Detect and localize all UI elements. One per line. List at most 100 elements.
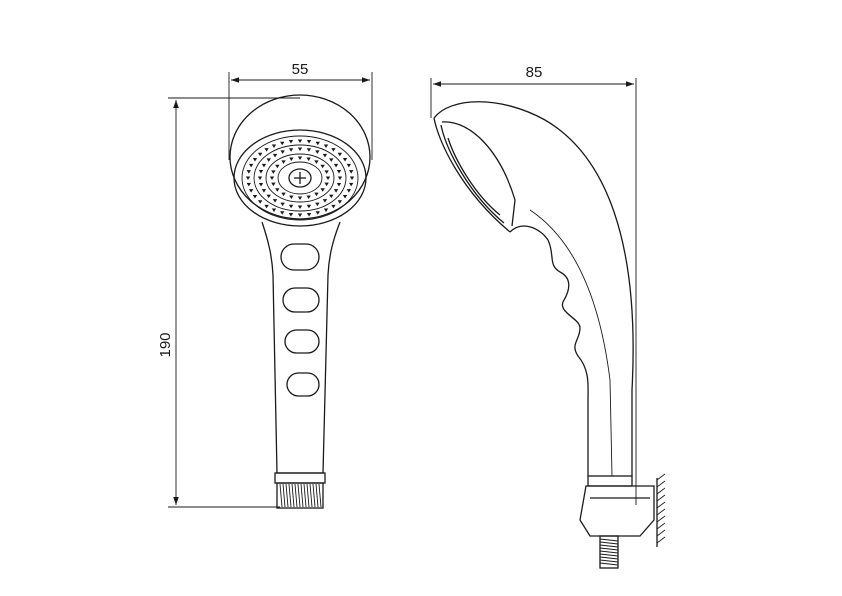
nozzle (275, 188, 280, 192)
spray-ring-1 (253, 144, 347, 212)
thread-line (300, 483, 304, 508)
nozzle (323, 144, 329, 148)
nozzle (297, 156, 303, 160)
thread-line (288, 483, 292, 508)
nozzle (289, 157, 294, 161)
nozzle (315, 202, 320, 207)
nozzle (281, 192, 286, 197)
nozzle (342, 158, 348, 162)
side-face-outline (433, 117, 511, 233)
side-face-inner-2 (447, 137, 501, 216)
nozzle (288, 140, 294, 144)
hatch-line (656, 487, 666, 495)
spray-ring-2 (265, 153, 335, 203)
nozzle (246, 170, 251, 174)
nozzle (346, 163, 352, 168)
nozzle (337, 152, 343, 157)
nozzle (306, 148, 312, 152)
nozzle (297, 213, 303, 217)
nozzle (272, 199, 278, 203)
nozzle (271, 208, 277, 213)
hatch-line (656, 480, 666, 488)
nozzle (289, 195, 294, 200)
nozzle (246, 182, 251, 187)
nozzle (315, 150, 320, 154)
thread-line (318, 483, 322, 508)
nozzle (280, 141, 285, 146)
side-collar (587, 475, 633, 487)
nozzle (324, 170, 329, 174)
thread-line (315, 483, 319, 508)
nozzle (314, 160, 319, 164)
hatch-line (656, 515, 666, 523)
grip-pad-1 (280, 243, 320, 271)
nozzle (288, 204, 294, 209)
thread-line (282, 483, 286, 508)
spray-ring-3 (277, 161, 323, 195)
nozzle (264, 204, 269, 209)
front-view: 55 190 (157, 61, 373, 509)
nozzle (306, 157, 311, 161)
nozzle (266, 194, 271, 199)
grip-pad-2 (282, 287, 320, 313)
nozzle (349, 182, 354, 187)
nozzle (336, 182, 342, 187)
nozzle (337, 200, 343, 204)
nozzle (280, 150, 285, 154)
nozzle (258, 170, 264, 174)
height-label: 190 (157, 332, 174, 357)
nozzle (252, 195, 258, 199)
nozzle (333, 189, 339, 193)
nozzle (288, 148, 294, 152)
nozzle (272, 153, 278, 158)
nozzle (322, 199, 328, 203)
depth-dimension: 85 (430, 64, 637, 505)
nozzle (280, 202, 285, 207)
width-dimension: 55 (228, 61, 373, 160)
wall-hatch (656, 473, 666, 544)
width-label: 55 (292, 61, 309, 78)
side-face-inner-1 (440, 124, 505, 224)
spray-nozzles (245, 139, 355, 217)
nozzle (349, 176, 355, 180)
thread-line (309, 483, 313, 508)
side-face-edge (441, 121, 516, 227)
nozzle (314, 192, 319, 197)
thread-line (312, 483, 316, 508)
nozzle (245, 176, 251, 180)
thread-line (291, 483, 295, 508)
hatch-line (656, 536, 666, 544)
nozzle (252, 158, 258, 162)
nozzle (315, 141, 320, 146)
nozzle (261, 163, 267, 168)
nozzle (349, 170, 354, 174)
connector-collar (274, 472, 326, 484)
hatch-line (656, 529, 666, 537)
nozzle (324, 182, 329, 187)
thread-line (285, 483, 289, 508)
hatch-line (656, 522, 666, 530)
nozzle (257, 152, 263, 157)
nozzle (336, 170, 342, 174)
side-thread-line (599, 556, 619, 560)
nozzle (342, 195, 348, 199)
nozzle (331, 204, 336, 209)
nozzle (297, 147, 303, 151)
nozzle (306, 204, 312, 209)
nozzle (346, 189, 352, 193)
nozzle (306, 140, 312, 144)
nozzle (248, 163, 254, 168)
nozzle (331, 148, 336, 152)
shower-head-face (233, 129, 367, 227)
nozzle (322, 153, 328, 158)
spray-plate (241, 135, 359, 221)
nozzle (325, 176, 331, 180)
nozzle (297, 139, 303, 143)
thread-line (294, 483, 298, 508)
hatch-line (656, 508, 666, 516)
thread-line (306, 483, 310, 508)
thread-line (303, 483, 307, 508)
nozzle (264, 148, 269, 152)
nozzle (337, 176, 343, 180)
side-body-back (433, 101, 634, 476)
